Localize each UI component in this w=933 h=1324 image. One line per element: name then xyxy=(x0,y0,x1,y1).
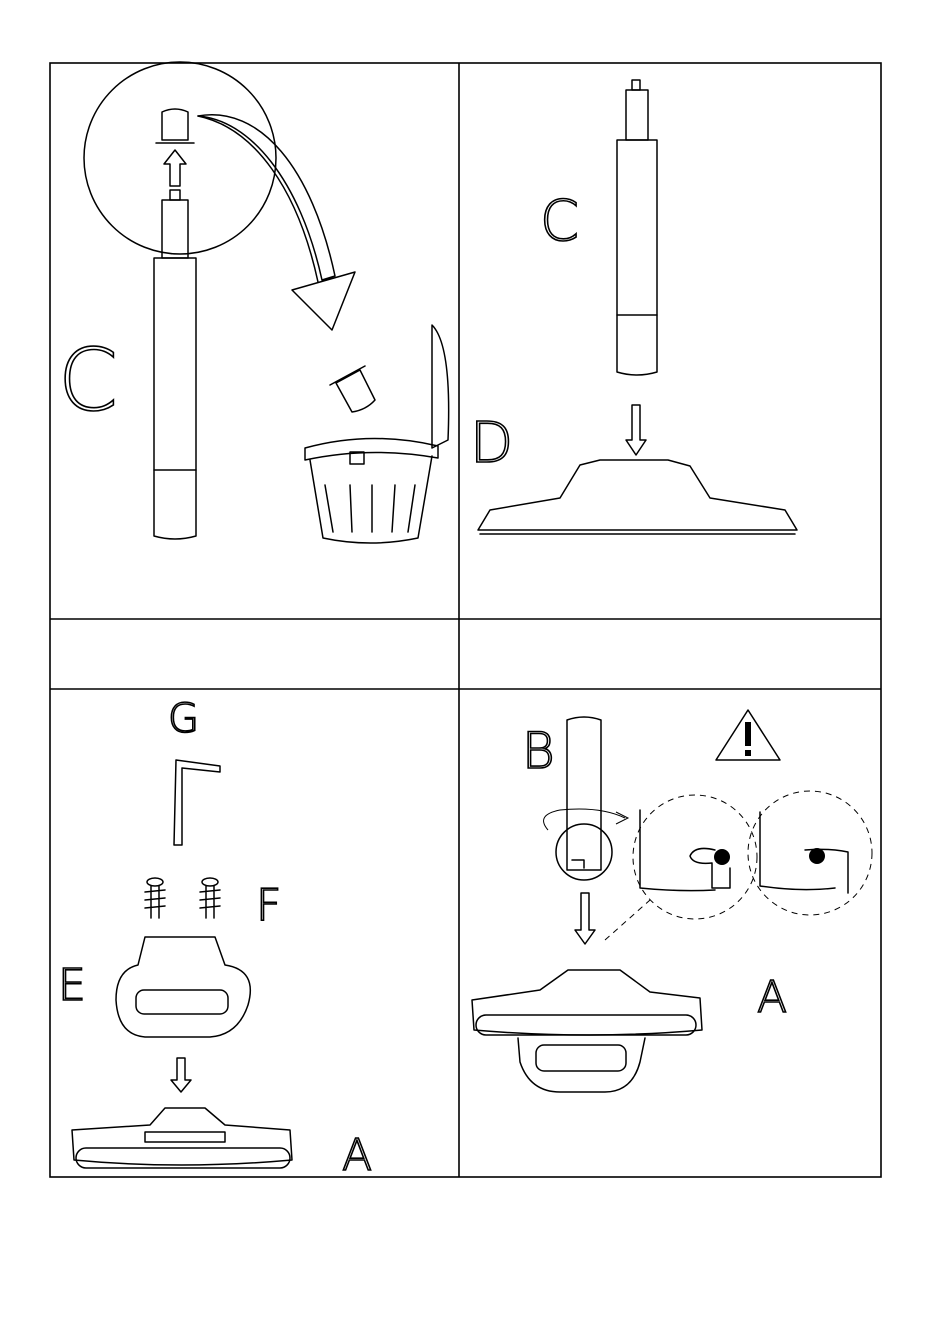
star-base-icon xyxy=(478,460,797,534)
gas-lift-icon xyxy=(617,80,657,375)
screw-icon xyxy=(200,878,220,918)
rotate-arrow-icon xyxy=(544,809,625,830)
curved-arrow-icon xyxy=(198,115,355,330)
down-arrow-icon xyxy=(171,1058,191,1092)
cap-detail-icon xyxy=(156,109,194,143)
trash-bin-icon xyxy=(305,325,449,543)
warning-triangle-icon xyxy=(716,710,780,760)
back-tube-icon xyxy=(567,717,601,870)
gas-lift-icon xyxy=(154,190,196,539)
part-label-a: A xyxy=(757,972,787,1023)
handle-plate-icon xyxy=(116,937,250,1037)
allen-key-icon xyxy=(174,760,220,845)
part-label-f: F xyxy=(256,880,281,931)
part-label-c: C xyxy=(58,331,118,431)
panel-step-1: C xyxy=(58,62,449,543)
panel-step-4: B xyxy=(472,710,872,1092)
part-label-a: A xyxy=(342,1130,372,1181)
part-label-g: G xyxy=(168,696,199,742)
part-label-d: D xyxy=(470,411,513,476)
panel-step-2: C D xyxy=(470,80,797,534)
seat-base-icon xyxy=(72,1108,292,1168)
down-arrow-icon xyxy=(626,405,646,455)
part-label-b: B xyxy=(522,722,555,780)
detail-magnifier-icon xyxy=(605,791,872,940)
magnifier-circle-icon xyxy=(84,62,276,254)
part-label-e: E xyxy=(58,960,86,1011)
panel-step-3: G F E A xyxy=(58,696,372,1181)
part-label-c: C xyxy=(540,189,579,254)
screw-icon xyxy=(145,878,165,918)
down-arrow-icon xyxy=(575,893,595,944)
discarded-cap-icon xyxy=(330,366,375,412)
seat-base-icon xyxy=(472,970,702,1092)
up-arrow-icon xyxy=(164,150,186,186)
